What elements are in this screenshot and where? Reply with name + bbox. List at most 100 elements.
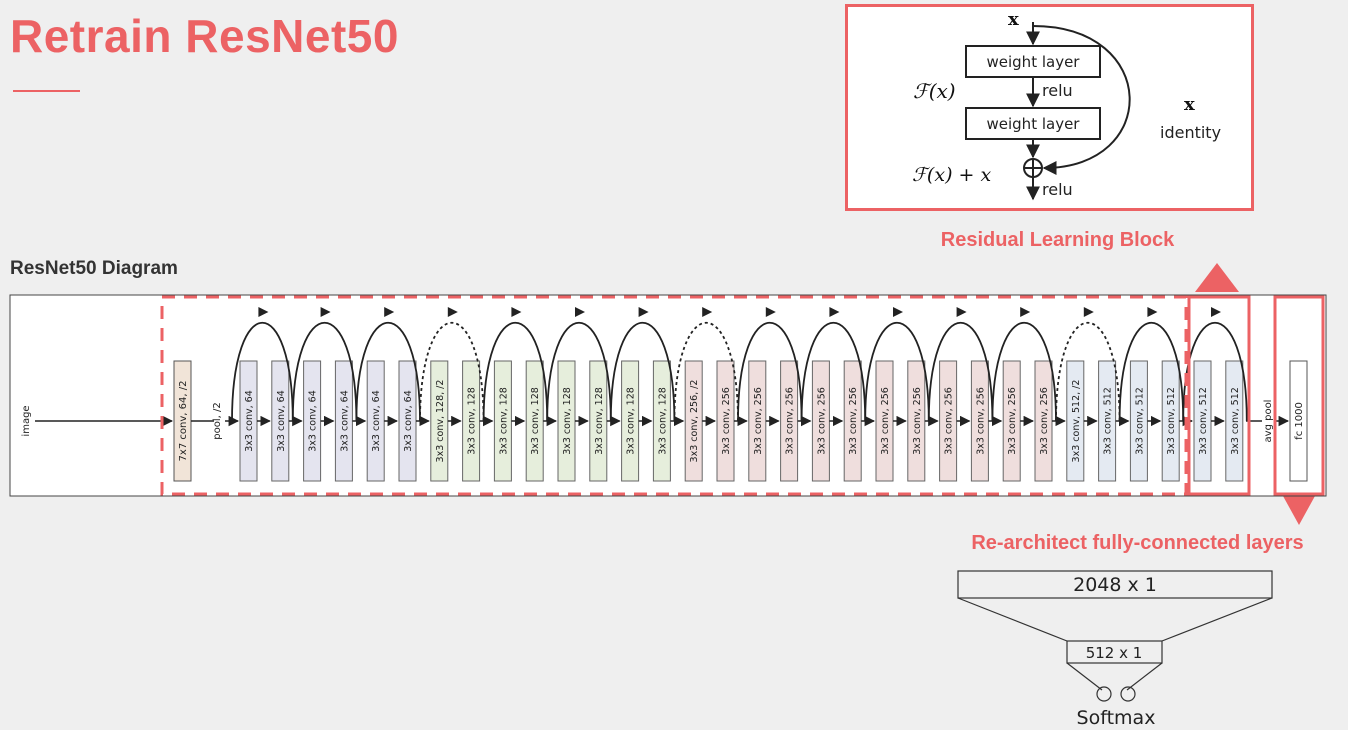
conv-layer-label: 3x3 conv, 256: [1007, 387, 1018, 455]
skip-connection: [231, 321, 294, 422]
skip-connection: [1055, 322, 1121, 422]
skip-connection: [419, 322, 485, 422]
conv-layer-label: 3x3 conv, 128: [498, 387, 509, 455]
rearchitect-label: Re-architect fully-connected layers: [971, 532, 1304, 554]
conv-layer-label: 3x3 conv, 64: [276, 390, 287, 452]
skip-arrowhead: [638, 307, 649, 317]
conv-layer-label: 3x3 conv, 256: [785, 387, 796, 455]
conv-layer-label: 3x3 conv, 64: [403, 390, 414, 452]
residual-input-label: x: [1008, 9, 1019, 30]
softmax-label: Softmax: [1077, 707, 1156, 729]
conv-layer-label: 3x3 conv, 128: [594, 387, 605, 455]
conv-layer-label: 3x3 conv, 128, /2: [435, 380, 446, 463]
conv-layer-label: 3x3 conv, 256: [975, 387, 986, 455]
conv-layer-label: 3x3 conv, 256, /2: [689, 380, 700, 463]
conv-layer-label: 3x3 conv, 256: [721, 387, 732, 455]
identity-shortcut-arrow: [1032, 25, 1131, 175]
conv-layer-label: 3x3 conv, 64: [339, 390, 350, 452]
conv-layers: 3x3 conv, 64 3x3 conv, 64 3x3 conv, 64 3x3 …: [231, 307, 1248, 482]
relu-2-label: relu: [1042, 180, 1073, 199]
skip-arrowhead: [384, 307, 395, 317]
conv-layer-label: 3x3 conv, 256: [753, 387, 764, 455]
weight-layer-1-label: weight layer: [987, 53, 1081, 71]
skip-connection: [546, 322, 612, 422]
skip-arrowhead: [447, 307, 458, 317]
conv-layer-label: 3x3 conv, 512: [1103, 387, 1114, 455]
fc-layer-highlight: [1273, 295, 1325, 496]
skip-connection: [1118, 322, 1185, 422]
skip-arrowhead: [702, 307, 713, 317]
weight-layer-1: [965, 45, 1101, 78]
diagram-label: ResNet50 Diagram: [10, 258, 178, 279]
skip-arrowhead: [1083, 307, 1094, 317]
conv-layer-label: 3x3 conv, 128: [530, 387, 541, 455]
skip-arrowhead: [511, 307, 522, 317]
avg-pool-label: avg pool: [1263, 400, 1274, 443]
skip-connection: [291, 322, 358, 422]
skip-arrowhead: [765, 307, 776, 317]
conv-layer-label: 3x3 conv, 256: [848, 387, 859, 455]
conv-layer-label: 3x3 conv, 256: [944, 387, 955, 455]
softmax-node-1: [1096, 686, 1112, 702]
fc-2048-label: 2048 x 1: [1073, 574, 1157, 596]
conv-layer-label: 3x3 conv, 512: [1198, 387, 1209, 455]
skip-connection: [864, 322, 930, 422]
conv-layer-label: 3x3 conv, 256: [816, 387, 827, 455]
fc-layer-label: fc 1000: [1294, 402, 1305, 440]
conv-layer-label: 3x3 conv, 512, /2: [1071, 380, 1082, 463]
conv-layer-label: 3x3 conv, 512: [1134, 387, 1145, 455]
skip-arrowhead: [320, 307, 331, 317]
pool-label: pool, /2: [212, 402, 223, 439]
conv-layer-label: 3x3 conv, 128: [657, 387, 668, 455]
skip-arrowhead: [575, 307, 585, 317]
residual-block-label: Residual Learning Block: [940, 229, 1175, 251]
conv-layer-label: 3x3 conv, 128: [562, 387, 573, 455]
conv-layer-label: 3x3 conv, 64: [371, 390, 382, 452]
conv-layer-label: 3x3 conv, 128: [626, 387, 637, 455]
skip-arrowhead: [829, 307, 840, 317]
skip-connection: [482, 322, 549, 422]
retrain-dashed-highlight: [160, 295, 1188, 496]
skip-arrowhead: [258, 307, 269, 317]
skip-connection: [800, 322, 867, 422]
residual-block-highlight: [1187, 295, 1251, 496]
conv-layer-label: 3x3 conv, 512: [1166, 387, 1177, 455]
resnet50-diagram: image 7x7 conv, 64, /2 pool, /2 3x3 conv…: [9, 294, 1327, 497]
skip-connection: [609, 322, 676, 422]
pointer-down-arrow: [1283, 496, 1315, 525]
skip-connection: [991, 322, 1057, 422]
weight-layer-2-label: weight layer: [987, 115, 1081, 133]
skip-arrowhead: [1211, 307, 1221, 317]
image-label: image: [21, 405, 32, 436]
conv-layer-label: 3x3 conv, 64: [308, 390, 319, 452]
fx-plus-x-label: ℱ(x) + x: [912, 164, 991, 186]
skip-connection: [927, 322, 994, 422]
first-conv-label: 7x7 conv, 64, /2: [178, 381, 189, 462]
skip-connection: [673, 322, 739, 422]
conv-layer-label: 3x3 conv, 256: [880, 387, 891, 455]
conv-layer-label: 3x3 conv, 128: [467, 387, 478, 455]
relu-1-label: relu: [1042, 81, 1073, 100]
fc-512-layer: [1066, 640, 1163, 664]
shortcut-x-label: x: [1184, 94, 1195, 115]
skip-arrowhead: [893, 307, 903, 317]
identity-label: identity: [1160, 123, 1221, 142]
skip-arrowhead: [1020, 307, 1031, 317]
conv-layer-label: 3x3 conv, 512: [1230, 387, 1241, 455]
conv-layer-label: 3x3 conv, 256: [912, 387, 923, 455]
fc-head: 2048 x 1 512 x 1 Softmax: [957, 570, 1273, 729]
conv-layer-label: 3x3 conv, 256: [1039, 387, 1050, 455]
pointer-up-arrow: [1195, 263, 1239, 292]
skip-arrowhead: [1147, 307, 1158, 317]
fx-label: ℱ(x): [913, 79, 956, 103]
fc-2048-layer: [957, 570, 1273, 599]
skip-arrowhead: [956, 307, 967, 317]
fc-layer: [1289, 360, 1308, 482]
conv-layer: [1225, 360, 1244, 482]
skip-connection: [355, 322, 421, 422]
slide-title: Retrain ResNet50: [10, 10, 399, 62]
fc-512-label: 512 x 1: [1086, 644, 1143, 662]
conv-layer-label: 3x3 conv, 64: [244, 390, 255, 452]
title-underline: [13, 90, 80, 92]
